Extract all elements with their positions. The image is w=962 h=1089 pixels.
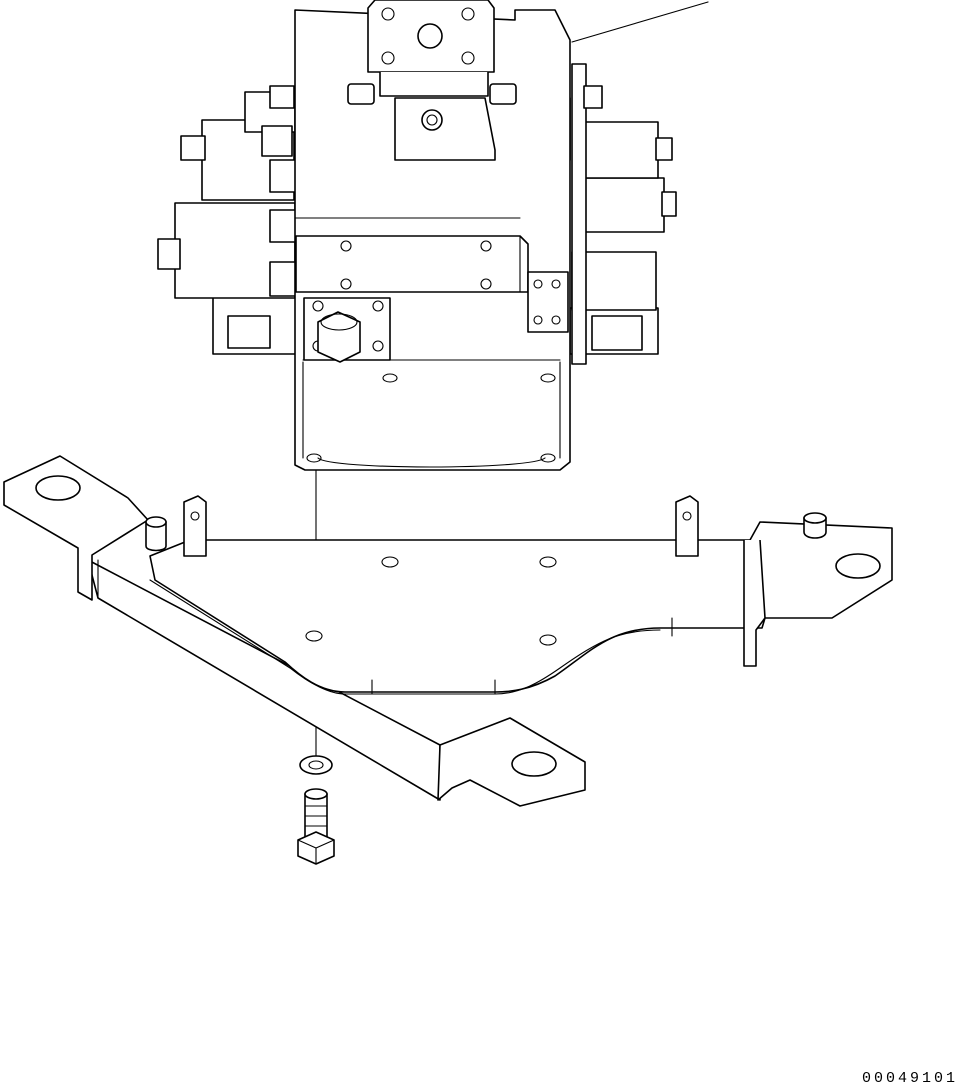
bolt: [298, 789, 334, 864]
drawing-number: 00049101: [861, 1070, 958, 1087]
leader-line: [572, 2, 708, 42]
washer: [300, 756, 332, 774]
mounting-bracket: [4, 456, 892, 806]
control-valve-assembly: [158, 0, 676, 470]
